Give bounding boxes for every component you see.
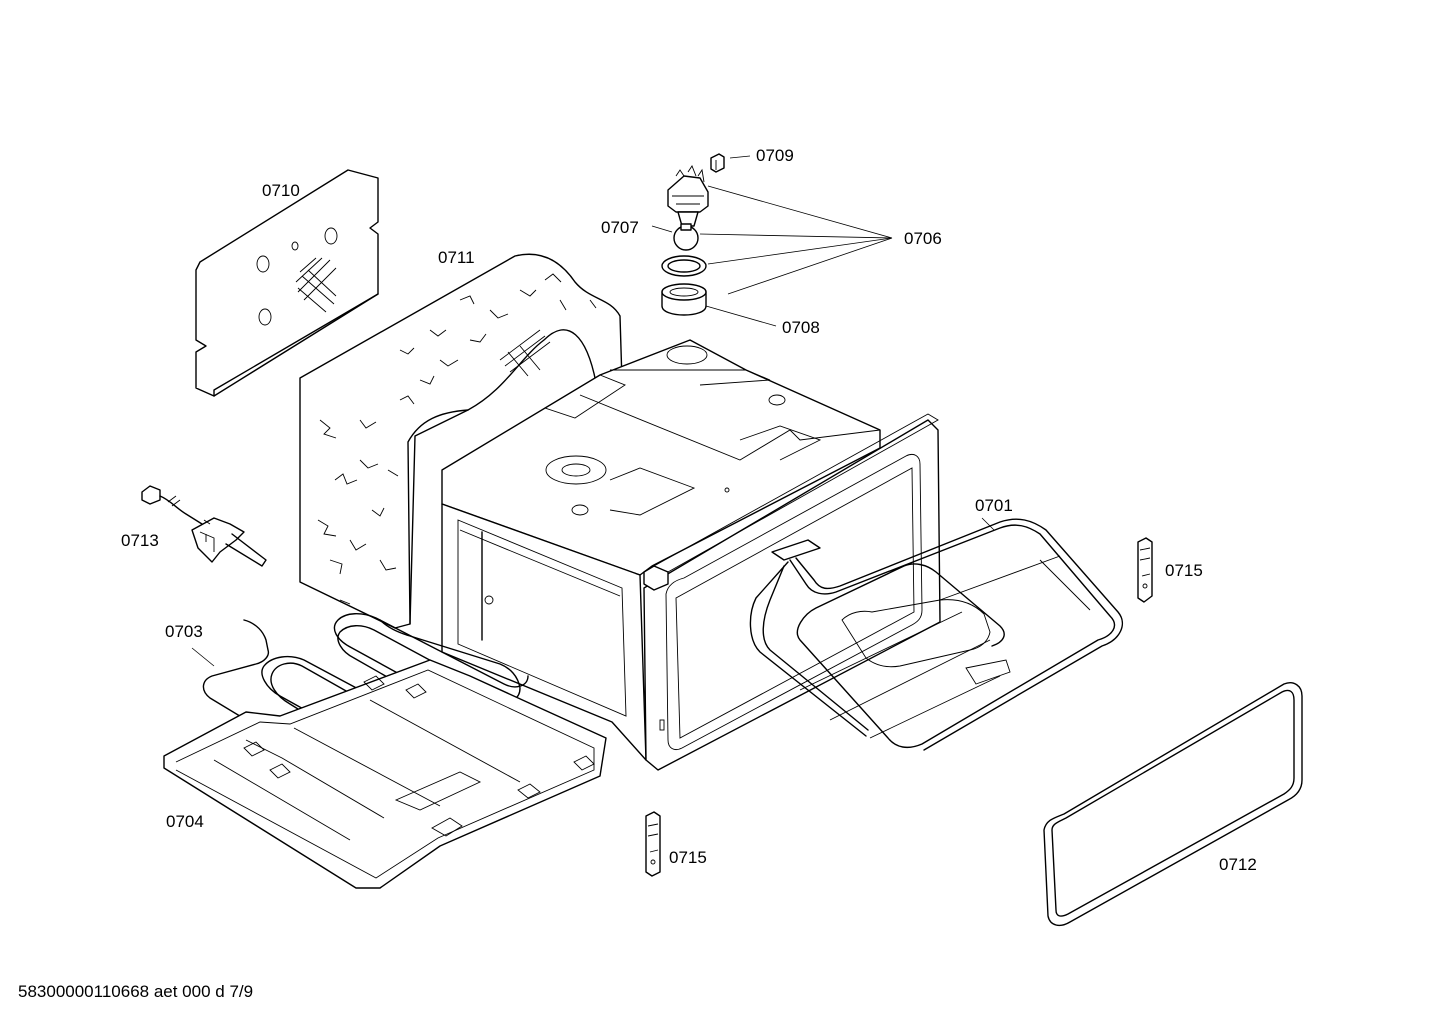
part-0701-grill-heating-element[interactable] [749,518,1123,751]
label-0711: 0711 [438,248,475,267]
callout-leader-lines [191,155,995,667]
label-0715-bottom: 0715 [669,848,707,867]
part-0715-mounting-bracket-right[interactable] [1137,537,1153,603]
label-0715-right: 0715 [1165,561,1203,580]
label-0706: 0706 [904,229,942,248]
part-0711-cavity-insulation-wrap[interactable] [299,253,623,629]
label-0707: 0707 [601,218,639,237]
part-0715-mounting-bracket-bottom[interactable] [645,811,661,877]
label-0713: 0713 [121,531,159,550]
part-0707-lamp-bulb[interactable] [673,223,699,251]
part-0709-lamp-clip[interactable] [710,153,725,173]
part-0708-lamp-glass-cover[interactable] [661,283,707,316]
lamp-seal-ring[interactable] [661,255,707,277]
label-0708: 0708 [782,318,820,337]
label-0701: 0701 [975,496,1013,515]
label-0704: 0704 [166,812,204,831]
oven-cavity[interactable] [441,339,881,761]
part-0713-temperature-sensor[interactable] [141,485,267,567]
label-0710: 0710 [262,181,300,200]
label-0703: 0703 [165,622,203,641]
label-0712: 0712 [1219,855,1257,874]
drawing-reference-code: 58300000110668 aet 000 d 7/9 [18,982,254,1001]
part-0706-oven-lamp-assembly[interactable] [667,165,709,227]
part-0712-door-seal-gasket[interactable] [1043,682,1303,927]
part-0704-bottom-cover-plate[interactable] [163,659,607,889]
label-0709: 0709 [756,146,794,165]
part-0710-back-insulation-panel[interactable] [195,169,379,397]
oven-front-frame[interactable] [643,413,941,771]
